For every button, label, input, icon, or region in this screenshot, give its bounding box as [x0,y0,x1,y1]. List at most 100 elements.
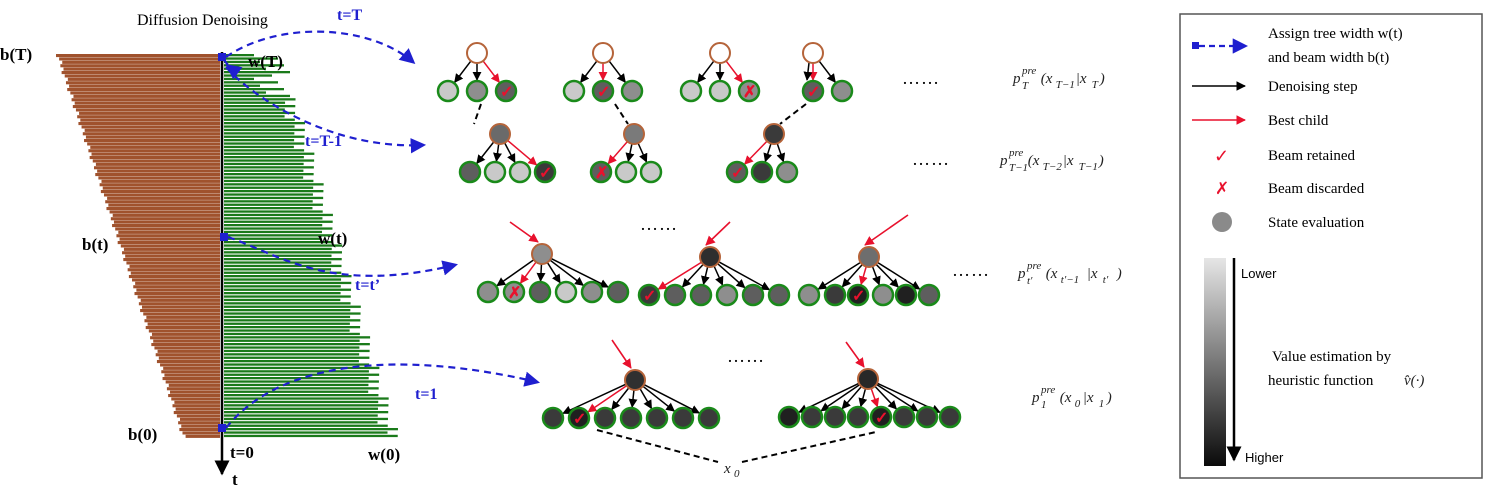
beam-bar [140,309,220,313]
denoise-arrow [550,257,609,288]
legend-beam-discarded: Beam discarded [1268,181,1365,197]
tree-bar [224,353,360,356]
tree-bar [224,125,295,128]
tree-bar [224,390,369,393]
label-step-T1: t=T-1 [305,133,342,150]
tree-bar [224,71,290,74]
beam-bar [185,434,220,438]
tree-bar [224,244,343,247]
beam-bar [148,329,220,333]
label-w-0: w(0) [368,445,400,464]
tree-bar [224,366,380,370]
tree-bar [224,145,294,149]
tree-bar [224,196,324,200]
tree-bar [224,254,332,257]
child-node [846,405,870,429]
tree-bar [224,128,305,132]
incoming-red-arrow [509,221,539,243]
denoise-arrow [637,142,648,163]
denoise-arrow [876,383,919,412]
tree-bar [224,142,305,145]
legend-assign-line1: Assign tree width w(t) [1268,26,1403,42]
svg-text:0: 0 [734,468,740,480]
beam-bar [175,407,220,411]
blue-marker-T [218,53,226,61]
child-node [567,406,591,430]
child-node [801,79,825,103]
denoise-arrow [858,388,868,408]
svg-text:p: p [1031,390,1040,406]
beam-bar [82,132,220,136]
denoise-arrow [643,383,701,414]
tree-bar [224,162,304,166]
beam-bar [115,227,220,231]
beam-bar [98,176,220,180]
beam-bar [71,98,220,102]
tree-bar [224,241,332,244]
check-icon: ✓ [597,84,610,101]
beam-bar [173,411,220,415]
svg-text:pre: pre [1008,147,1023,159]
child-node [767,283,791,307]
tree-bar [224,203,323,206]
tree-bar [224,329,350,332]
tree-bar [224,363,370,366]
child-node [554,280,578,304]
check-icon: ✓ [539,165,552,182]
beam-bar [112,224,220,228]
child-node [639,160,663,184]
beam-bar [156,360,220,364]
search-trees: ✓✓✗✓✓✗✓✗✓✓✓✓ [436,42,962,430]
tree-bar [224,54,254,57]
label-w-t: w(t) [318,229,347,248]
child-node [541,406,565,430]
cross-icon: ✗ [1215,179,1229,198]
beam-bar [90,145,221,149]
check-icon: ✓ [807,84,820,101]
assign-arrow-T [225,30,416,65]
tree-bar [224,101,286,104]
beam-bar [74,101,220,105]
tree-11: ✓ [541,339,721,430]
tree-bar [224,149,305,152]
check-icon: ✓ [731,165,744,182]
child-node [892,405,916,429]
child-node [689,283,713,307]
beam-bar [123,247,220,251]
svg-text:): ) [1099,71,1105,87]
beam-bar [154,346,220,350]
beam-bar [116,234,220,238]
tree-bar [224,394,379,397]
tree-bar [224,186,314,189]
legend-denoising: Denoising step [1268,79,1358,95]
beam-bar [94,166,220,170]
tree-bar [224,258,342,261]
beam-bar [70,91,221,95]
tree-bar [224,404,389,407]
denoise-arrow [701,266,710,286]
child-node [502,280,526,304]
svg-text:pre: pre [1040,384,1055,396]
beam-bar [176,414,220,418]
tree-links [473,103,877,463]
tree-bar [224,60,260,64]
svg-text:(x: (x [1028,153,1040,169]
denoise-arrow [877,261,921,290]
denoise-arrow [580,60,598,83]
tree-bar [224,173,314,176]
beam-bar [151,332,220,336]
beam-bar [60,64,221,68]
incoming-red-arrow [611,339,632,369]
beam-bar [112,213,220,217]
beam-bar [170,390,220,394]
blue-marker-t [220,233,228,241]
tree-bar [224,108,285,111]
beam-bar [161,370,220,374]
child-node [750,160,774,184]
parent-node [763,123,785,145]
child-node [671,406,695,430]
beam-bar [155,353,220,357]
tree-2: ✓ [562,42,644,103]
